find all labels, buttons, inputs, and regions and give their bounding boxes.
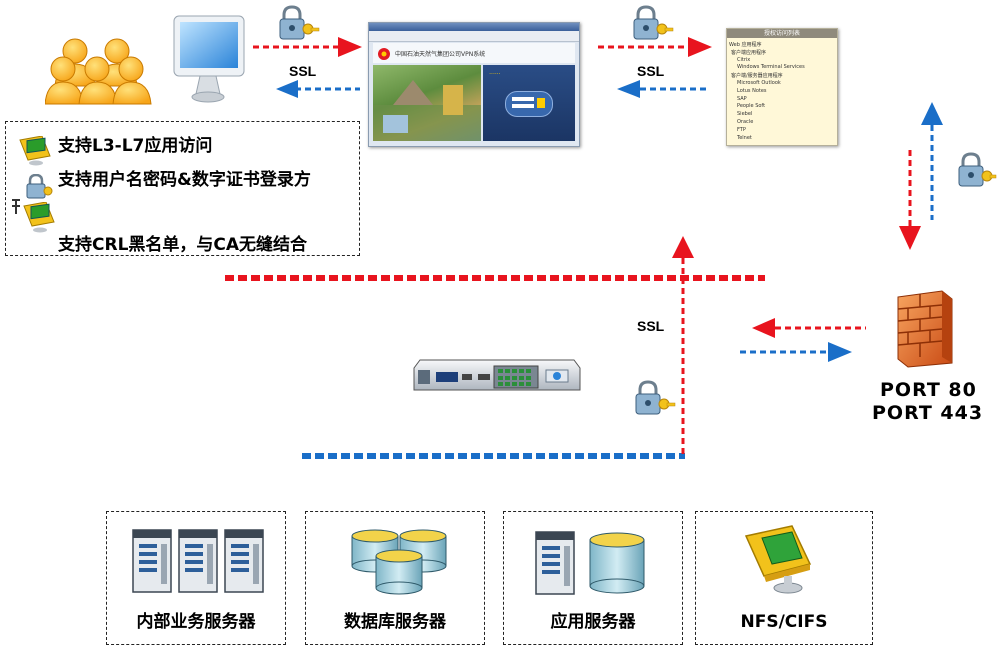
server-box-internal: 内部业务服务器 [106,511,286,645]
lock-key-icon [279,5,320,40]
users-group-icon [45,38,152,105]
window-titlebar [369,23,579,31]
firewall-icon [897,290,953,368]
application-list-item: 客户端应用程序 [731,49,767,56]
server-box-nfs: NFS/CIFS [695,511,873,645]
application-list-item: Telnet [737,134,752,141]
username-field [512,97,534,101]
application-list-item: People Soft [737,103,766,110]
lock-key-icon [26,174,53,199]
password-field [512,104,534,108]
server-label: 应用服务器 [550,612,636,632]
features-box: 支持L3-L7应用访问 支持用户名密码&数字证书登录方 支持CRL黑名单，与CA… [5,121,360,256]
computer-icon [19,136,51,166]
portal-subtitle: ······ [489,71,501,78]
link-portal-applist [598,37,712,98]
server-label: NFS/CIFS [740,612,828,632]
application-list-item: Citrix [737,56,751,63]
application-list-item: 客户端/服务器应用程序 [731,73,783,80]
portal-header: 中国石油天然气集团公司VPN系统 [373,43,575,63]
petrochina-logo-icon [378,48,390,60]
link-applist-firewall [899,102,943,250]
application-list-item: Lotus Notes [737,87,767,94]
app-server-icon [535,531,645,595]
database-icon [351,529,447,595]
application-list-item: Oracle [737,119,754,125]
link-gateway-tunnel [672,236,694,455]
link-firewall-center [740,318,866,362]
application-list-item: Windows Terminal Services [737,64,805,71]
application-list-item: SAP [737,95,747,102]
feature-item: 支持用户名密码&数字证书登录方 [58,170,311,190]
lock-key-icon [635,380,676,415]
connector-icon [12,199,20,214]
lock-key-icon [958,152,997,187]
application-list-header: 授权访问列表 [727,29,837,38]
login-button [537,98,545,108]
port-label: PORT 443 [872,402,984,424]
portal-login-panel: ······ [483,65,575,141]
lock-key-icon [633,5,674,40]
server-label: 内部业务服务器 [136,612,256,632]
window-toolbar [369,31,579,42]
login-form [505,91,553,117]
application-list-item: Web 应用程序 [729,42,762,48]
portal-photo-image [373,65,481,141]
port-label: PORT 80 [880,379,977,401]
client-computer-icon [173,15,245,103]
server-label: 数据库服务器 [344,612,446,632]
ssl-label: SSL [637,318,665,334]
application-list-item: FTP [737,126,746,133]
feature-item: 支持CRL黑名单，与CA无缝结合 [58,235,308,255]
application-list-item: Microsoft Outlook [737,80,781,86]
computer-icon [23,202,55,233]
server-box-database: 数据库服务器 [305,511,485,645]
application-list-item: Siebel [737,111,753,118]
link-users-portal [253,37,362,98]
portal-title: 中国石油天然气集团公司VPN系统 [395,51,486,58]
server-rack-icon [132,529,264,593]
ssl-vpn-gateway-icon [413,359,581,391]
feature-item: 支持L3-L7应用访问 [58,136,213,156]
ssl-label: SSL [637,63,665,79]
ssl-label: SSL [289,63,317,79]
server-box-application: 应用服务器 [503,511,683,645]
nfs-computer-icon [744,525,812,594]
vpn-portal-screenshot: 中国石油天然气集团公司VPN系统 ······ [368,22,580,147]
